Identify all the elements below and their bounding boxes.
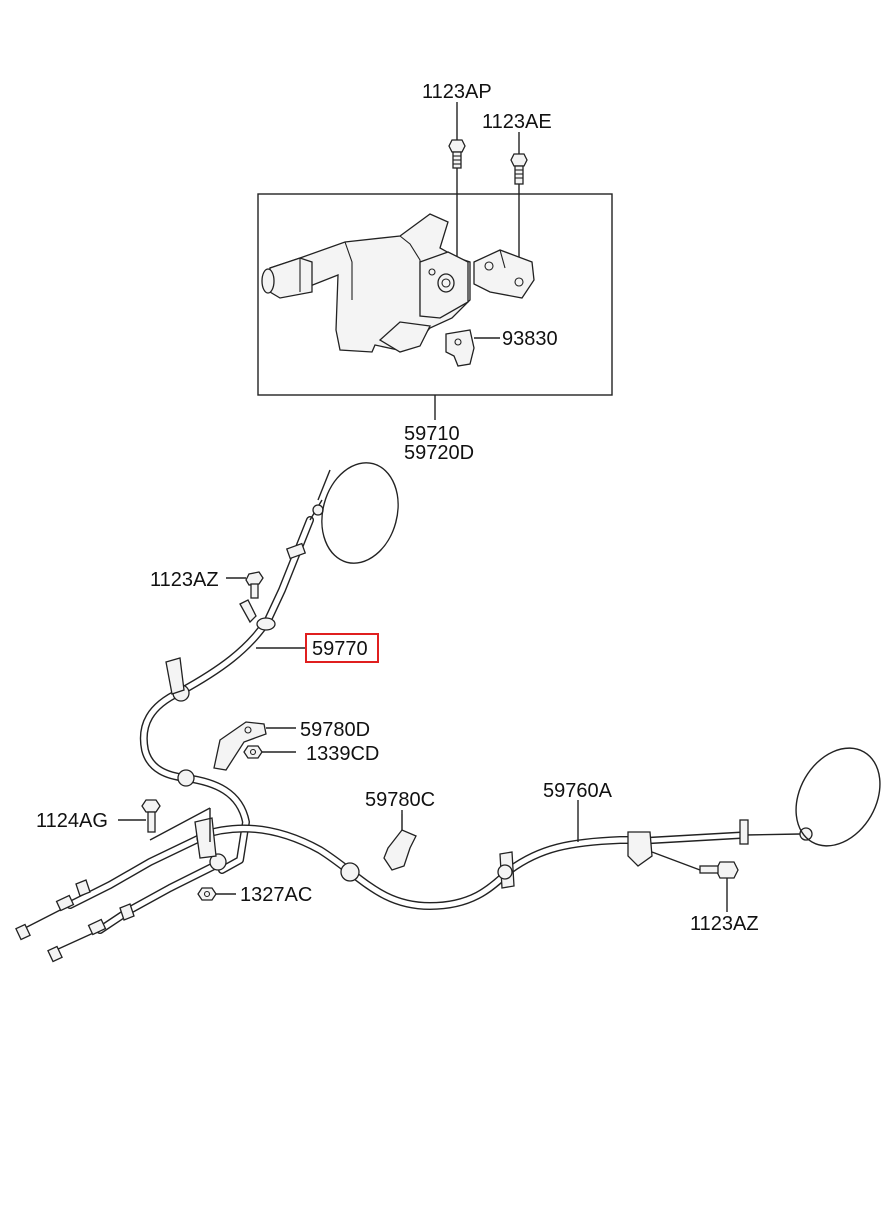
bolt-1123ap[interactable]: [448, 139, 466, 169]
nut-1339cd[interactable]: [243, 745, 263, 759]
detail-connector-front: [317, 469, 331, 501]
label-59780d[interactable]: 59780D: [300, 719, 370, 741]
label-93830[interactable]: 93830: [502, 328, 558, 350]
label-1339cd[interactable]: 1339CD: [306, 743, 379, 765]
bracket-59780c[interactable]: [383, 814, 417, 871]
detail-circle-front: [321, 462, 399, 564]
label-59720d[interactable]: 59720D: [404, 442, 474, 464]
label-1123az-rear[interactable]: 1123AZ: [690, 913, 759, 935]
detail-circle-rear: [795, 747, 881, 847]
bracket-93830[interactable]: [445, 329, 475, 367]
label-59760a[interactable]: 59760A: [543, 780, 613, 802]
label-1124ag[interactable]: 1124AG: [36, 810, 108, 832]
bolt-1123az-rear[interactable]: [699, 861, 739, 879]
highlight-box-59770: [305, 633, 379, 663]
leader-bracket-a: [149, 807, 211, 841]
bolt-1123ae[interactable]: [510, 153, 528, 185]
label-59780c[interactable]: 59780C: [365, 789, 435, 811]
label-1123az-front[interactable]: 1123AZ: [150, 569, 219, 591]
bracket-59780d[interactable]: [213, 721, 267, 771]
label-59770[interactable]: 59770: [312, 638, 368, 660]
bolt-1124ag[interactable]: [141, 799, 161, 833]
bolt-1123az-front[interactable]: [245, 571, 264, 599]
rear-left-cables[interactable]: [15, 817, 227, 963]
nut-1327ac[interactable]: [197, 887, 217, 901]
rear-cable-59760a[interactable]: [196, 819, 813, 910]
label-59710[interactable]: 59710: [404, 423, 460, 445]
label-1123ae[interactable]: 1123AE: [482, 111, 552, 133]
leader-1123az-rear-b: [651, 851, 701, 871]
parking-lever-assembly[interactable]: [261, 213, 535, 353]
label-1123ap[interactable]: 1123AP: [422, 81, 492, 103]
label-1327ac[interactable]: 1327AC: [240, 884, 312, 906]
front-cable-59770[interactable]: [139, 499, 324, 874]
